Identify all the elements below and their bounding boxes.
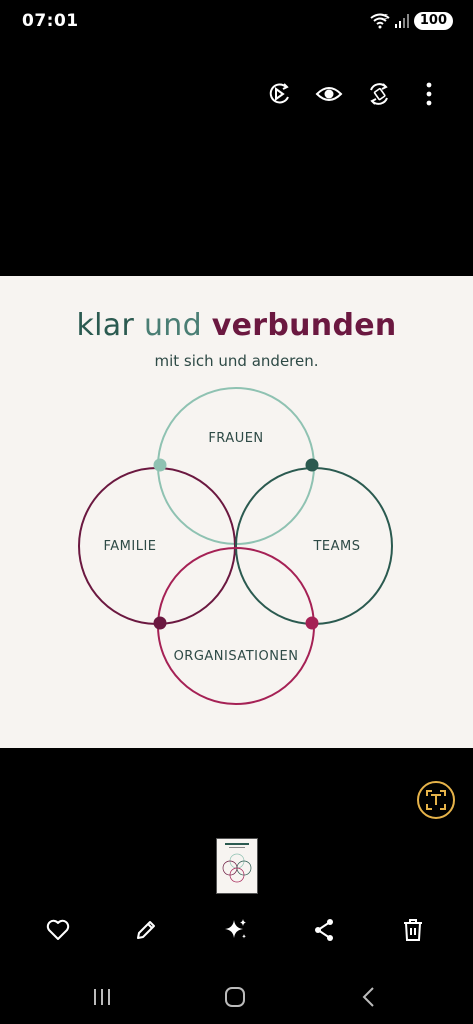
more-icon <box>426 82 432 106</box>
label-organisationen: ORGANISATIONEN <box>174 649 299 664</box>
headline-word-3: verbunden <box>211 308 397 343</box>
image-canvas[interactable]: klar und verbunden mit sich und anderen.… <box>0 276 473 748</box>
recent-apps-button[interactable] <box>82 980 122 1014</box>
svg-text:5: 5 <box>384 13 388 21</box>
wifi-icon: 5 <box>370 13 390 29</box>
label-familie: FAMILIE <box>103 539 156 554</box>
home-icon <box>225 987 245 1007</box>
status-bar: 07:01 5 100 <box>0 0 473 44</box>
recent-apps-icon <box>94 989 110 1005</box>
viewer-toolbar <box>265 80 443 108</box>
image-thumbnail[interactable] <box>216 838 258 894</box>
thumbnail-preview <box>222 843 252 883</box>
node-teams-organisationen <box>305 616 319 630</box>
text-recognition-button[interactable] <box>417 781 455 819</box>
back-button[interactable] <box>348 980 388 1014</box>
favorite-button[interactable] <box>38 910 78 950</box>
status-time: 07:01 <box>22 11 79 31</box>
headline-word-2: und <box>143 308 202 343</box>
edit-icon <box>137 921 155 939</box>
heart-icon <box>46 919 70 940</box>
node-frauen-teams <box>305 458 319 472</box>
ai-edit-button[interactable] <box>216 910 256 950</box>
venn-diagram: FRAUEN FAMILIE TEAMS ORGANISATIONEN <box>78 387 393 705</box>
battery-indicator: 100 <box>413 12 453 30</box>
delete-button[interactable] <box>393 910 433 950</box>
circle-organisationen <box>157 547 315 705</box>
signal-icon <box>394 14 409 28</box>
view-details-button[interactable] <box>315 80 343 108</box>
share-button[interactable] <box>304 910 344 950</box>
delete-icon <box>404 919 422 941</box>
home-button[interactable] <box>215 980 255 1014</box>
remaster-button[interactable] <box>265 80 293 108</box>
bottom-action-bar <box>0 910 473 950</box>
status-icons: 5 100 <box>370 12 453 30</box>
headline-word-1: klar <box>76 308 135 343</box>
system-navigation-bar <box>0 970 473 1024</box>
auto-rotate-button[interactable] <box>365 80 393 108</box>
sparkle-icon <box>225 919 246 939</box>
remaster-icon <box>269 83 289 104</box>
image-headline: klar und verbunden <box>0 308 473 343</box>
node-frauen-familie <box>153 458 167 472</box>
circle-familie <box>78 467 236 625</box>
text-scan-icon <box>426 790 446 810</box>
label-teams: TEAMS <box>312 539 360 554</box>
node-familie-organisationen <box>153 616 167 630</box>
back-icon <box>362 987 374 1007</box>
image-subline: mit sich und anderen. <box>154 352 319 370</box>
share-icon <box>315 919 333 941</box>
circle-frauen <box>157 387 315 545</box>
eye-icon <box>315 87 343 101</box>
more-options-button[interactable] <box>415 80 443 108</box>
label-frauen: FRAUEN <box>208 431 263 446</box>
edit-button[interactable] <box>126 910 166 950</box>
rotate-icon <box>370 83 388 105</box>
